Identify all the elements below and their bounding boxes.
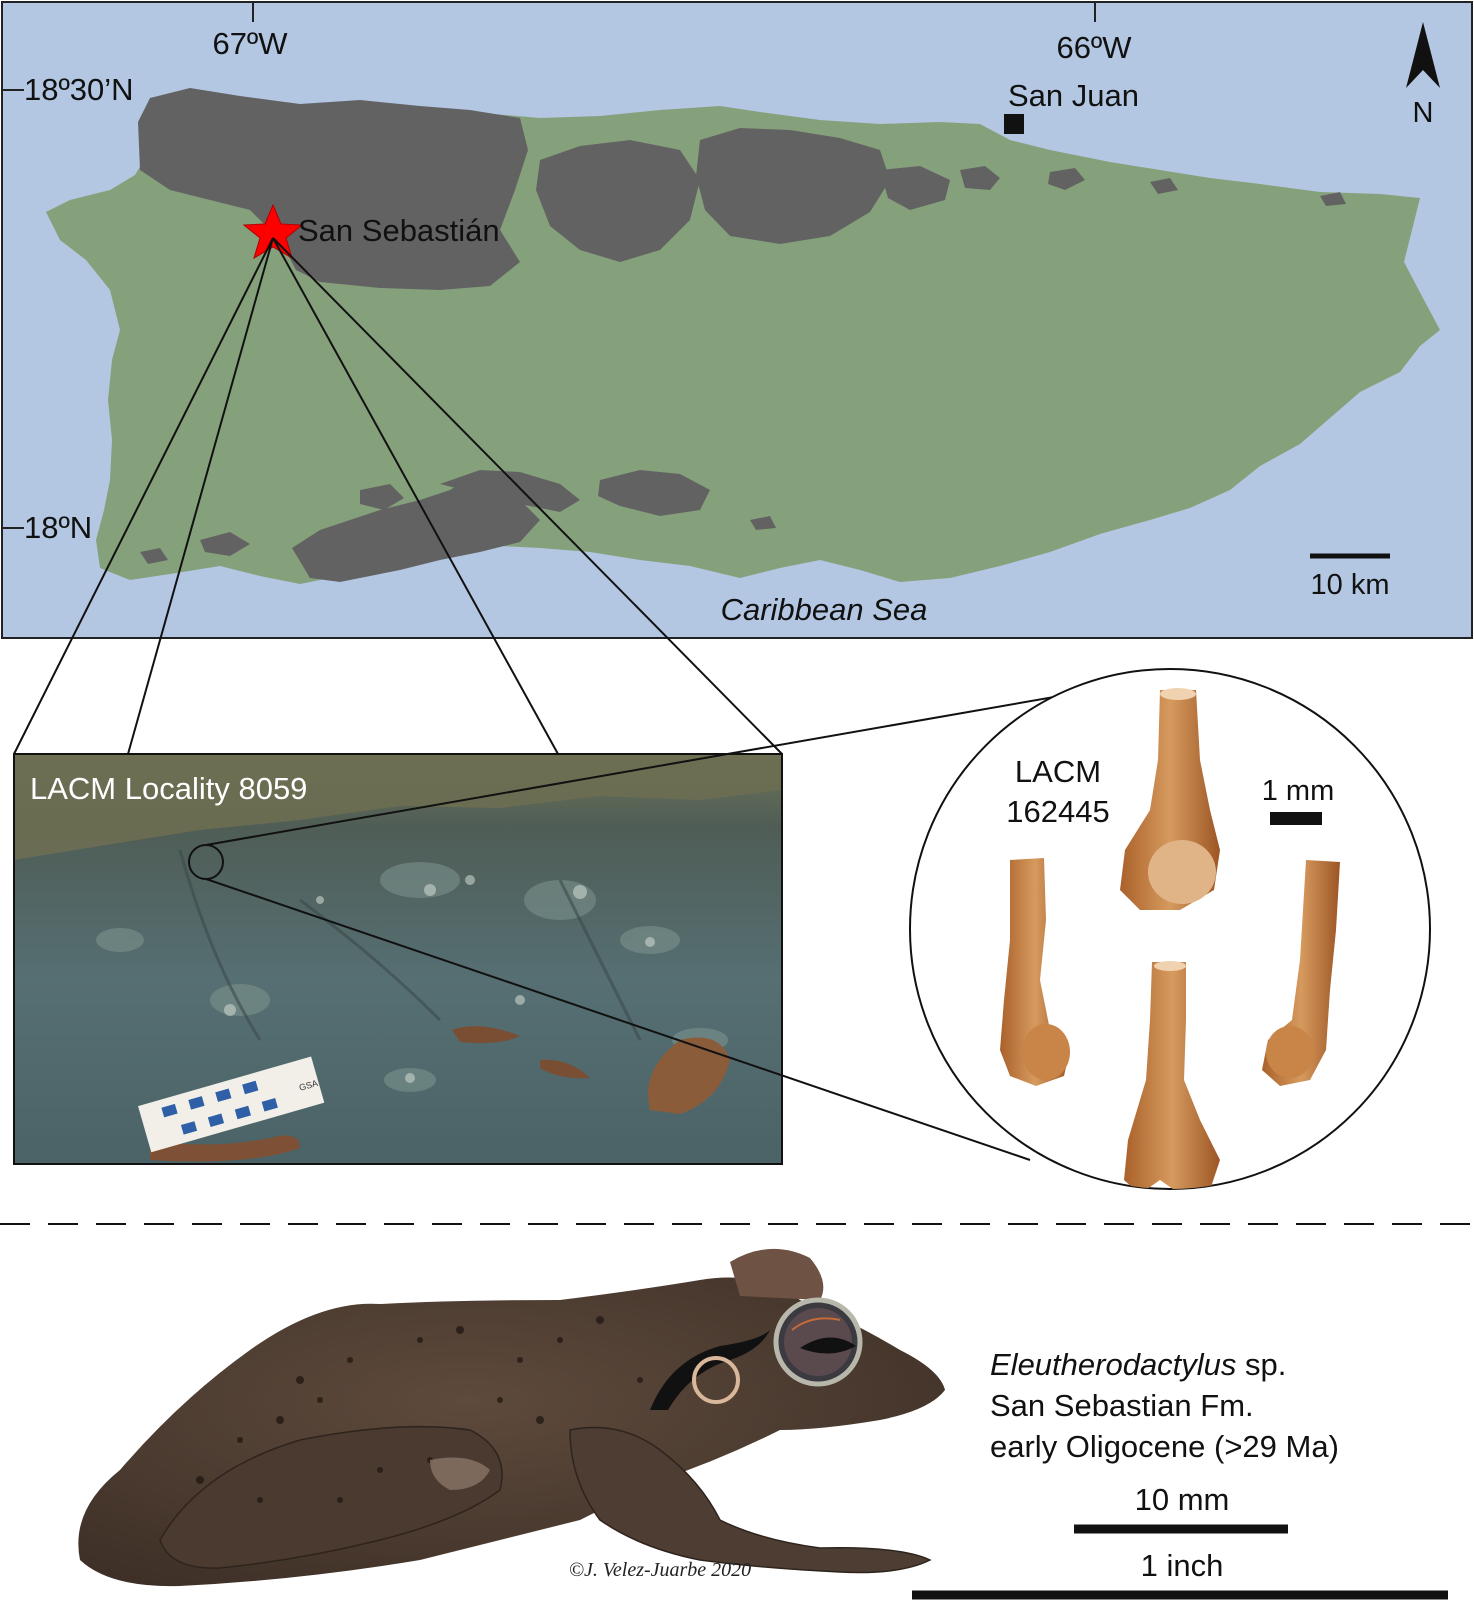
specimen-scale-bar [1270,812,1322,825]
north-outcrops [138,88,1346,290]
taxon-name: Eleutherodactylus sp. [990,1347,1286,1382]
frog-speckles [196,1316,643,1503]
locality-photo: GSA LACM Locality 8059 [13,753,783,1165]
map-scale-label: 10 km [1311,569,1390,601]
lon-label-66: 66ºW [1056,30,1132,65]
lon-label-67: 67ºW [212,26,288,61]
frog-illustration [78,1248,946,1587]
bone-view-bottom [1124,961,1220,1189]
illustration-credit: ©J. Velez-Juarbe 2020 [569,1559,751,1581]
photo-to-specimen-connectors [205,688,1101,1161]
taxon-genus: Eleutherodactylus [990,1347,1236,1382]
north-label: N [1413,97,1434,129]
formation-label: San Sebastian Fm. [990,1388,1254,1423]
graticule-ticks [2,2,1096,529]
map-panel: 67ºW 66ºW 18º30’N 18ºN N San Juan San Se… [1,1,1473,639]
taxon-suffix: sp. [1236,1347,1286,1382]
bone-view-left [1000,858,1070,1086]
map-to-photo-connectors [13,237,783,755]
north-arrow-icon [1406,22,1440,88]
san-juan-marker [1004,114,1024,134]
specimen-scale-label: 1 mm [1262,775,1335,807]
locality-title: LACM Locality 8059 [30,771,307,806]
bone-view-right [1262,860,1340,1086]
site-star-icon [242,203,304,260]
lat-label-18-30: 18º30’N [24,72,134,107]
age-label: early Oligocene (>29 Ma) [990,1429,1339,1464]
san-juan-label: San Juan [1008,78,1139,113]
catalog-line-2: 162445 [1006,794,1109,829]
lat-label-18: 18ºN [24,510,92,545]
catalog-line-1: LACM [1015,754,1101,789]
south-outcrops [140,470,776,582]
photo-scale-card: GSA [138,1056,325,1153]
frog-scale-imperial-label: 1 inch [1141,1548,1224,1583]
bone-view-top [1120,688,1220,910]
caribbean-sea-label: Caribbean Sea [721,592,928,627]
san-sebastian-label: San Sebastián [298,213,500,248]
specimen-circle: LACM 162445 1 mm [909,668,1431,1190]
frog-scale-metric-label: 10 mm [1135,1482,1230,1517]
